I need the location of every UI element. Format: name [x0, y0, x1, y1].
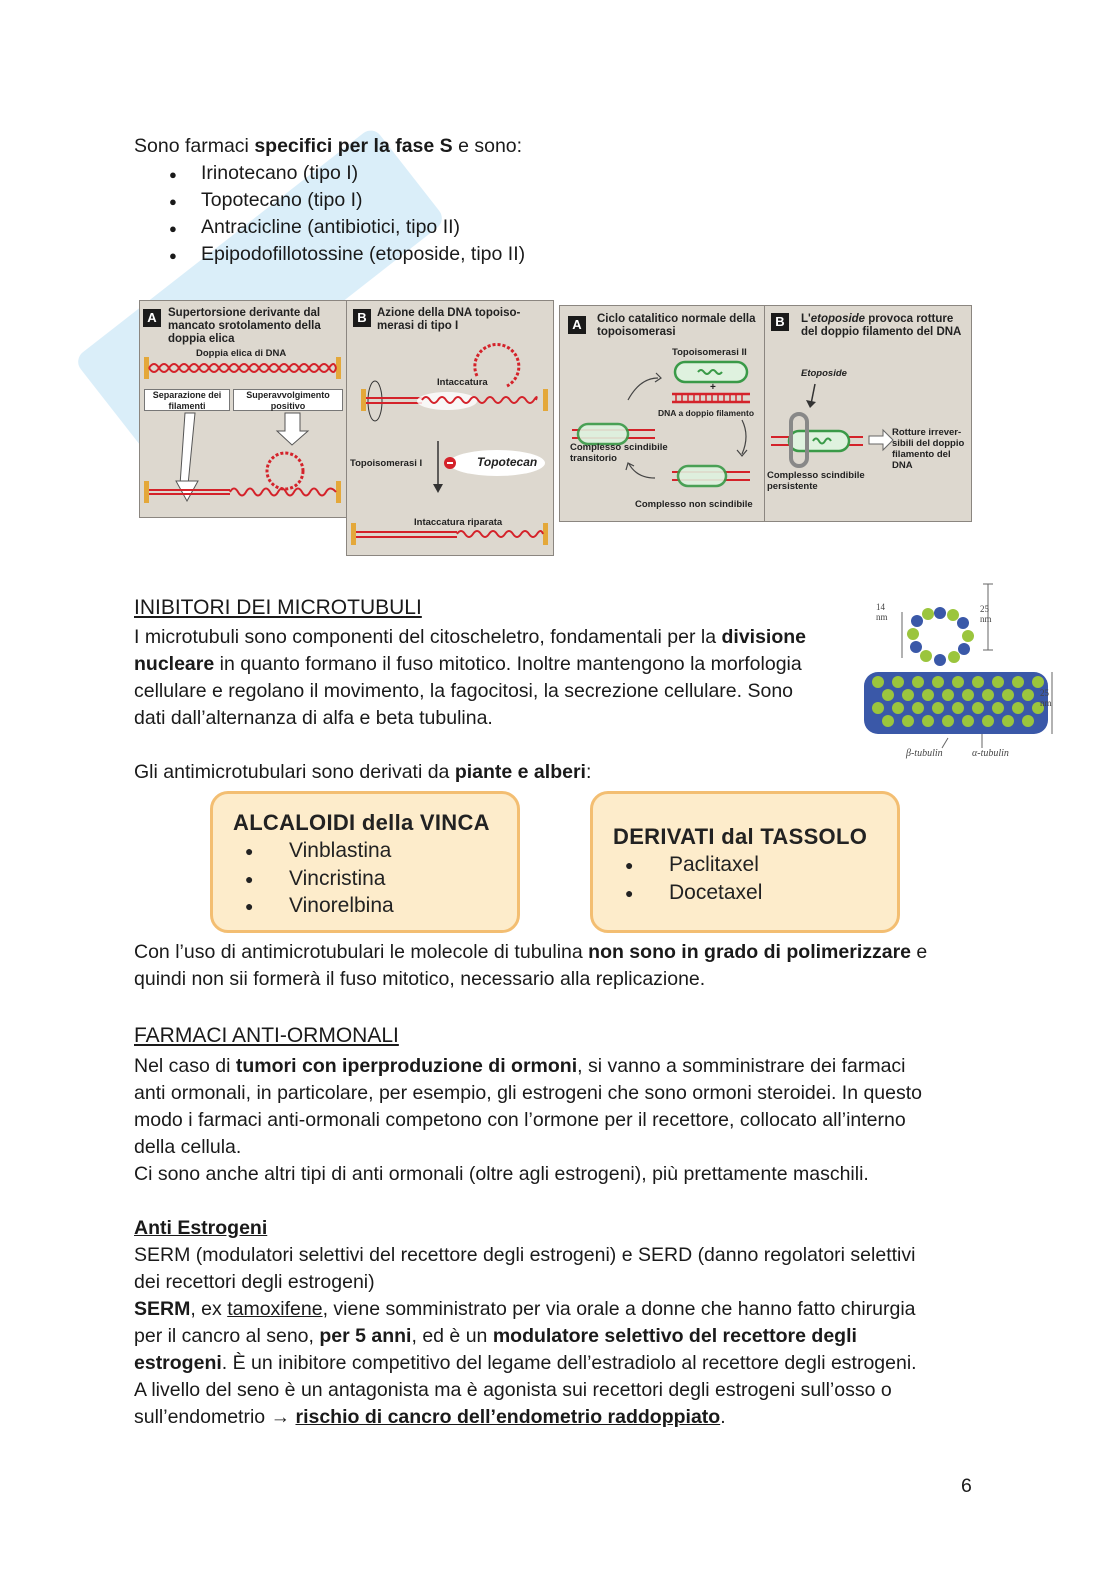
microtubule-structure-figure [864, 583, 1053, 749]
panel-letter: B [771, 313, 789, 331]
label-25nm-ring: 25 nm [980, 604, 992, 624]
list-item: Vinblastina [233, 837, 394, 865]
vinca-title: ALCALOIDI della VINCA [233, 810, 490, 835]
panel-title: L'etoposide provoca rotture del doppio f… [801, 313, 962, 338]
figure-topo2-panel-b: B L'etoposide provoca rotture del doppio… [764, 305, 972, 522]
list-item: Topotecano (tipo I) [134, 187, 1034, 215]
dsdna-label: DNA a doppio filamento [658, 408, 755, 418]
supercoil-diagram [144, 357, 341, 503]
antimicrotubular-source: Gli antimicrotubulari sono derivati da p… [134, 761, 592, 783]
tassolo-title: DERIVATI dal TASSOLO [613, 824, 868, 849]
vinca-list: Vinblastina Vincristina Vinorelbina [233, 837, 394, 920]
label-25nm-tube: 25 nm [1040, 688, 1052, 708]
anti-ormonali-paragraph: Nel caso di tumori con iperproduzione di… [134, 1055, 923, 1185]
topo2-cycle-diagram [572, 360, 750, 488]
microtubuli-paragraph: I microtubuli sono componenti del citosc… [134, 626, 807, 729]
anti-estrogeni-paragraph: SERM (modulatori selettivi del recettore… [134, 1244, 917, 1428]
figure-topo1-panel-a: A Supertorsione derivante dal mancato sr… [139, 300, 347, 518]
list-item: Antracicline (antibiotici, tipo II) [134, 214, 1034, 242]
repaired-label: Intaccatura riparata [414, 517, 503, 528]
panel-title: Azione della DNA topoiso-merasi di tipo … [377, 307, 521, 332]
dna-label: Doppia elica di DNA [196, 348, 287, 359]
page-number: 6 [961, 1475, 972, 1497]
noncleavable-label: Complesso non scindibile [635, 499, 753, 510]
topoisomerase-label: Topoisomerasi I [350, 458, 423, 469]
intro-block: Sono farmaci specifici per la fase S e s… [134, 133, 1034, 269]
label-14nm: 14 nm [876, 602, 888, 622]
nick-label: Intaccatura [437, 377, 488, 388]
transient-complex-label: Complesso scindibile transitorio [570, 442, 668, 464]
topo1-diagram [351, 343, 548, 545]
topotecan-label: Topotecan [477, 455, 538, 469]
intro-list: Irinotecano (tipo I) Topotecano (tipo I)… [134, 160, 1034, 269]
section-heading-anti-ormonali: FARMACI ANTI-ORMONALI [134, 1024, 399, 1047]
panel-title: Ciclo catalitico normale della topoisome… [597, 313, 756, 338]
list-item: Paclitaxel [613, 851, 762, 879]
antimicrotubular-effect: Con l’uso di antimicrotubulari le moleco… [134, 941, 928, 990]
figure-topo2-panel-a: A Ciclo catalitico normale della topoiso… [559, 305, 765, 522]
panel-letter: B [353, 309, 371, 327]
taxane-derivatives-box: DERIVATI dal TASSOLO Paclitaxel Docetaxe… [590, 791, 900, 933]
list-item: Vincristina [233, 865, 394, 892]
list-item: Docetaxel [613, 879, 762, 906]
figure-topo1-panel-b: B Azione della DNA topoiso-merasi di tip… [346, 300, 554, 556]
list-item: Vinorelbina [233, 892, 394, 920]
panel-letter: A [143, 309, 161, 327]
beta-tubulin-label: β-tubulin [906, 748, 943, 759]
intro-line: Sono farmaci specifici per la fase S e s… [134, 135, 523, 157]
plus-sign: + [710, 382, 716, 393]
section-heading-microtubuli: INIBITORI DEI MICROTUBULI [134, 596, 422, 619]
etoposide-label: Etoposide [801, 368, 847, 379]
tassolo-list: Paclitaxel Docetaxel [613, 851, 762, 907]
subheading-anti-estrogeni: Anti Estrogeni [134, 1217, 268, 1239]
alpha-tubulin-label: α-tubulin [972, 748, 1009, 759]
etoposide-diagram [771, 383, 894, 468]
supercoil-label: Superavvolgimento positivo [233, 389, 343, 411]
persistent-complex-label: Complesso scindibile persistente [767, 470, 865, 492]
separation-label: Separazione dei filamenti [144, 389, 230, 411]
topo2-label: Topoisomerasi II [672, 347, 747, 358]
list-item: Epipodofillotossine (etoposide, tipo II) [134, 241, 1034, 269]
breaks-label: Rotture irrever-sibili del doppio filame… [892, 427, 965, 471]
panel-letter: A [568, 316, 586, 334]
list-item: Irinotecano (tipo I) [134, 160, 1034, 188]
panel-title: Supertorsione derivante dal mancato srot… [168, 307, 321, 345]
vinca-alkaloids-box: ALCALOIDI della VINCA Vinblastina Vincri… [210, 791, 520, 933]
